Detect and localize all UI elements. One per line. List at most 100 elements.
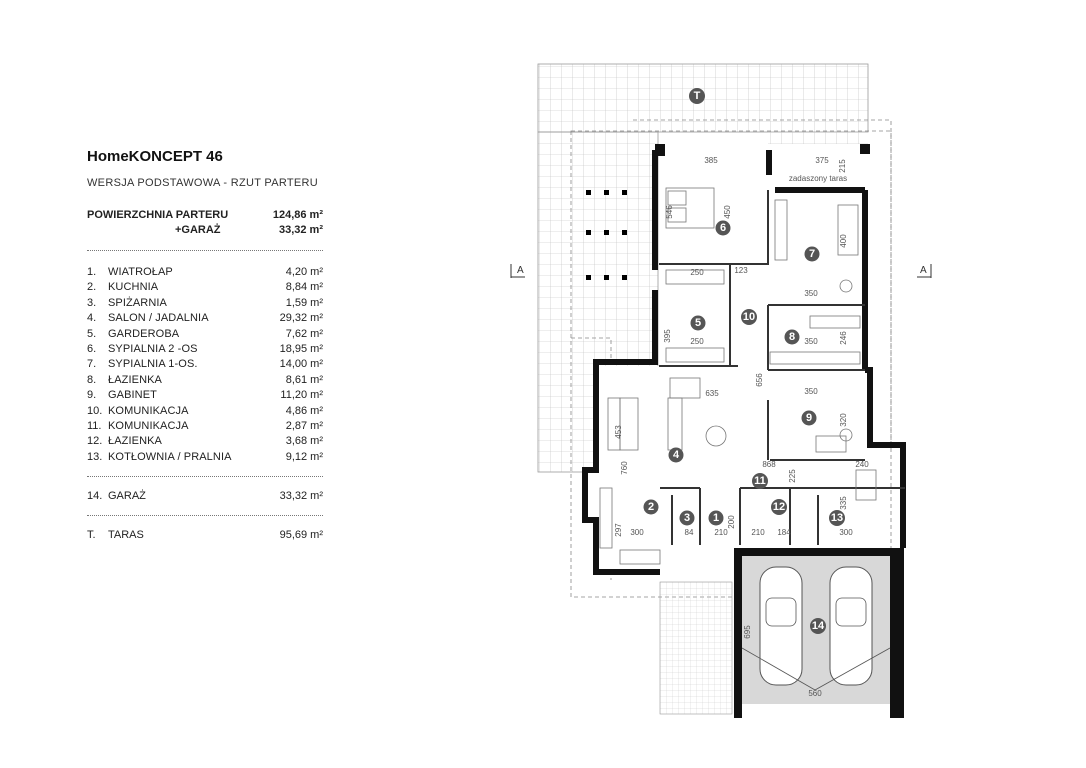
terrace-row: T. TARAS 95,69 m² [87,527,323,543]
room-marker-2: 2 [643,499,659,515]
dimension-label: 250 [690,268,704,277]
dimension-label: 385 [704,156,718,165]
room-number: 8. [87,373,97,386]
divider [87,250,323,251]
floor-area-value: 124,86 m² [272,209,323,221]
room-marker-label: 7 [809,248,815,260]
room-name: ŁAZIENKA [108,435,162,448]
legend-panel: HomeKONCEPT 46 WERSJA PODSTAWOWA - RZUT … [87,148,323,543]
room-marker-label: 10 [743,311,755,323]
room-area: 4,20 m² [285,266,323,278]
room-area: 33,32 m² [279,490,323,503]
room-name: GARDEROBA [108,327,180,340]
room-marker-11: 11 [752,473,768,489]
room-name: WIATROŁAP [108,266,173,278]
entrance-grid [659,581,733,715]
room-area: 29,32 m² [279,312,323,325]
dimension-label: 200 [727,515,736,529]
furniture [599,187,877,565]
dimension-label: 215 [838,159,847,173]
room-number: 12. [87,435,103,448]
room-area: 4,86 m² [285,404,323,417]
room-area: 14,00 m² [279,358,323,371]
room-name: TARAS [108,529,144,542]
plan-subtitle: WERSJA PODSTAWOWA - RZUT PARTERU [87,177,319,189]
dimension-label: 297 [614,523,623,537]
floor-area-label: POWIERZCHNIA PARTERU [87,209,229,221]
room-name: KOMUNIKACJA [108,419,189,432]
room-marker-7: 7 [804,246,820,262]
room-marker-label: 3 [684,512,690,524]
section-marker-right: A [920,265,927,276]
interior-walls [659,190,905,545]
room-area: 7,62 m² [285,327,323,340]
room-marker-4: 4 [668,447,684,463]
room-number: 6. [87,342,97,355]
dimension-label: 560 [808,689,822,698]
room-number: 2. [87,281,97,294]
room-number: 3. [87,296,97,309]
room-marker-label: 6 [720,222,726,234]
room-marker-label: 12 [773,501,785,513]
room-name: GABINET [108,389,157,402]
dimension-label: 300 [630,528,644,537]
room-name: SPIŻARNIA [108,296,167,309]
room-marker-label: 13 [831,512,843,524]
room-marker-13: 13 [829,510,845,526]
dimension-label: 84 [685,528,694,537]
dimension-label: 210 [714,528,728,537]
dimension-label: 300 [839,528,853,537]
house-interior [595,144,870,568]
dimension-label: 246 [839,331,848,345]
room-number: 9. [87,389,97,402]
dimension-label: 240 [855,460,869,469]
room-number: 14. [87,490,103,503]
dimension-label: 335 [839,496,848,510]
dimension-label: 225 [788,469,797,483]
room-marker-14: 14 [810,618,826,634]
dimension-label: 546 [665,205,674,219]
svg-text:T: T [694,90,701,102]
garage-row: 14. GARAŻ 33,32 m² [87,488,323,504]
room-marker-5: 5 [690,315,706,331]
room-area: 18,95 m² [279,342,323,355]
divider [87,476,323,478]
dimension-label: 868 [762,460,776,469]
dimension-label: 656 [755,373,764,387]
section-markers: A A [510,264,932,278]
room-marker-3: 3 [679,510,695,526]
dimension-label: 184 [777,528,791,537]
room-number: 13. [87,450,103,463]
room-name: SYPIALNIA 2 -OS [108,342,198,355]
room-area: 95,69 m² [279,529,323,542]
dimension-label: 350 [804,289,818,298]
divider [87,515,323,517]
room-marker-label: 1 [713,512,719,524]
room-marker-8: 8 [784,329,800,345]
room-marker-9: 9 [801,410,817,426]
room-area: 2,87 m² [285,419,323,432]
room-name: GARAŻ [108,490,146,503]
terrace-marker: T [689,88,705,104]
garage-area-value: 33,32 m² [278,224,323,236]
dimension-label: 250 [690,337,704,346]
room-row: 6. SYPIALNIA 2 -OS 18,95 m² [87,342,323,357]
floor-area-row: POWIERZCHNIA PARTERU 124,86 m² [87,209,323,224]
dimension-label: 123 [734,266,748,275]
dimension-label: 375 [815,156,829,165]
section-marker-left: A [517,265,524,276]
dimension-label: 400 [839,234,848,248]
room-name: KOTŁOWNIA / PRALNIA [108,450,232,463]
room-area: 3,68 m² [285,435,323,448]
terrace-posts [586,190,627,280]
dimension-label: 210 [751,528,765,537]
room-number: 7. [87,358,97,371]
